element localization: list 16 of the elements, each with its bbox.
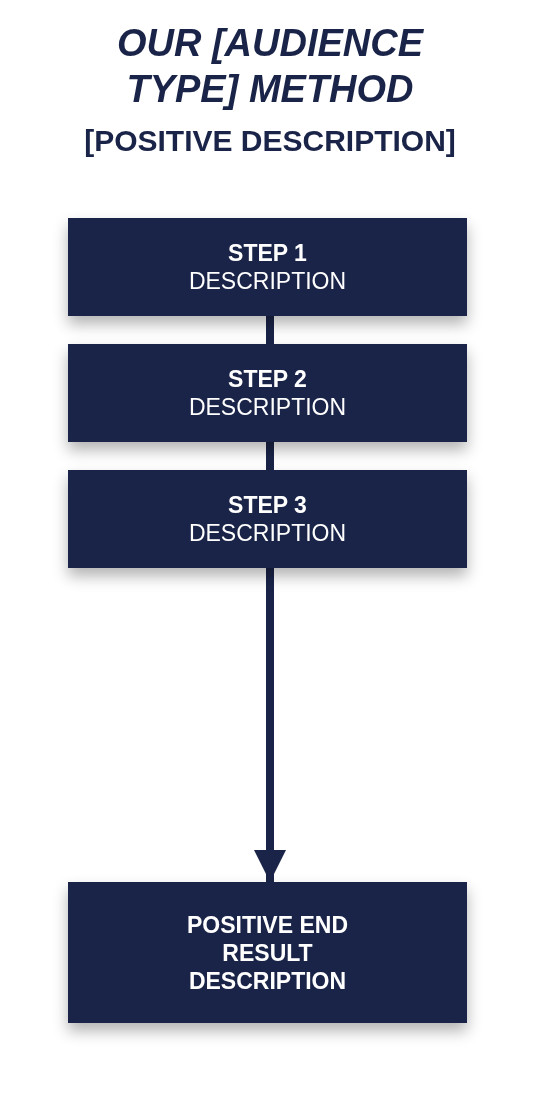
step-description: DESCRIPTION [188, 393, 347, 421]
step-description: DESCRIPTION [188, 519, 347, 547]
connector-line [266, 442, 274, 470]
step-box [68, 882, 467, 1023]
step-heading: STEP 3 [228, 491, 307, 519]
step-heading: STEP 1 [228, 239, 307, 267]
step-heading: POSITIVE END RESULT DESCRIPTION [185, 910, 349, 995]
arrow [254, 568, 286, 882]
step-box [68, 344, 467, 442]
step-box [68, 218, 467, 316]
step-description: DESCRIPTION [188, 267, 347, 295]
step-box [68, 470, 467, 568]
subtitle: [POSITIVE DESCRIPTION] [83, 123, 457, 159]
title: OUR [AUDIENCE TYPE] METHOD [115, 21, 425, 112]
step-heading: STEP 2 [228, 365, 307, 393]
connector-line [266, 316, 274, 344]
